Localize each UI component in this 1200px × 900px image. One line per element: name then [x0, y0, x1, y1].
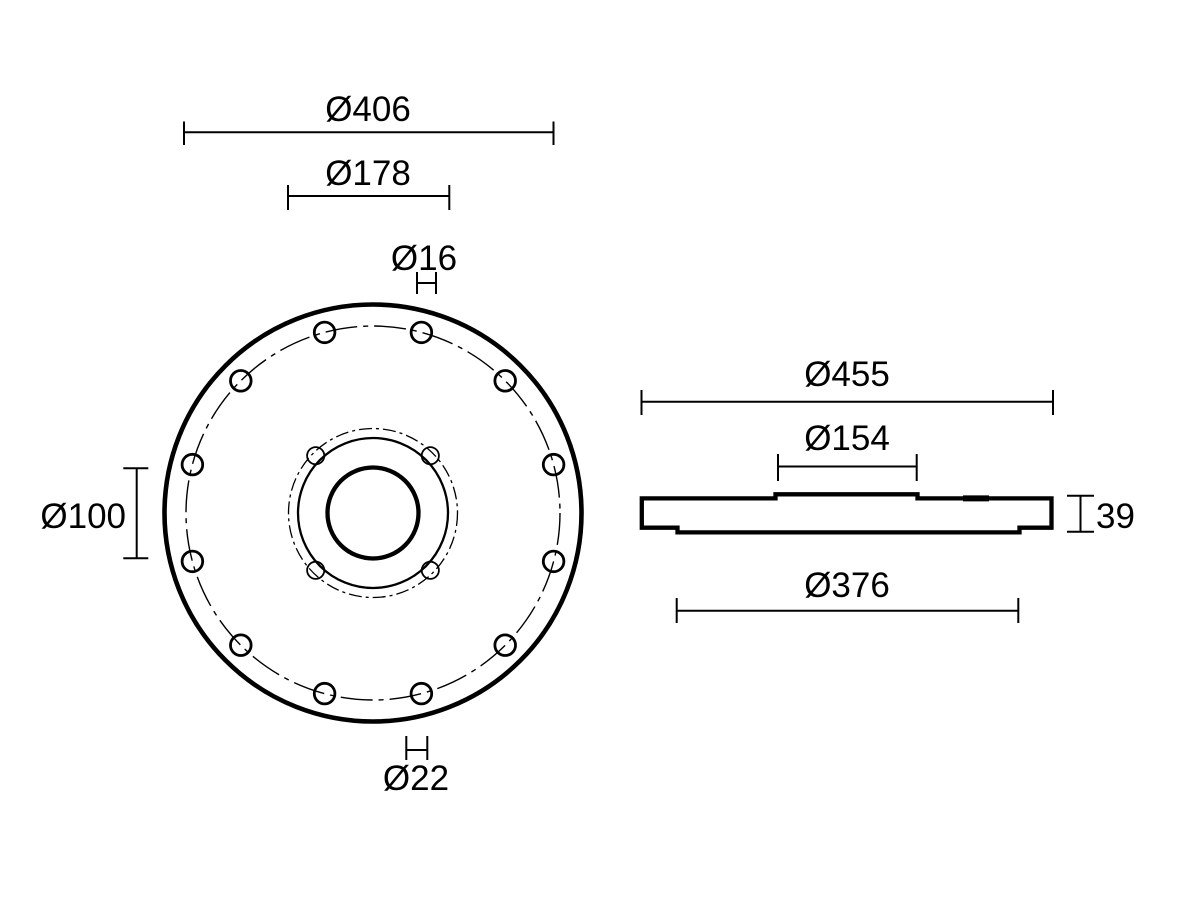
dim-label-boss: Ø154 [804, 419, 890, 458]
dim-label-spigot: Ø376 [804, 566, 890, 605]
bolt-hole [493, 369, 517, 393]
dim-spigot: Ø376 [675, 566, 1020, 623]
hub-circle [296, 436, 450, 590]
hub-hole [420, 446, 440, 466]
bolt-hole [493, 633, 517, 657]
bolt-hole-ring [180, 320, 566, 706]
hub-hole-ring [306, 446, 440, 580]
dim-hub-pilot-circle: Ø178 [287, 154, 451, 210]
bolt-hole [312, 681, 337, 706]
bolt-hole [312, 320, 337, 345]
dim-hub-hole: Ø16 [391, 239, 457, 294]
dim-label-bolt-circle: Ø406 [325, 90, 411, 129]
bolt-hole [180, 549, 205, 574]
hub-hole [306, 446, 326, 466]
bolt-hole [409, 320, 434, 345]
dim-outer: Ø455 [640, 355, 1054, 415]
bolt-hole [229, 633, 253, 657]
dim-bore: Ø100 [40, 467, 149, 560]
bolt-hole [409, 681, 434, 706]
hub-hole [306, 560, 326, 580]
hub-hole-circle-centerline [287, 427, 459, 599]
bolt-hole [180, 452, 205, 477]
bolt-circle-centerline [185, 325, 561, 701]
dim-label-hub-pilot-circle: Ø178 [325, 154, 411, 193]
dim-label-bore: Ø100 [40, 497, 126, 536]
hub-hole [420, 560, 440, 580]
front-view: Ø406 Ø178 Ø16 Ø100 Ø22 [40, 90, 584, 798]
bolt-hole [541, 452, 566, 477]
bolt-hole [541, 549, 566, 574]
bolt-hole [229, 369, 253, 393]
dim-thickness: 39 [1067, 494, 1135, 536]
dim-bolt-hole: Ø22 [383, 736, 449, 798]
dim-label-thickness: 39 [1096, 497, 1135, 536]
dim-label-outer: Ø455 [804, 355, 890, 394]
center-bore-circle [325, 465, 421, 561]
side-view: Ø455 Ø154 39 Ø376 [639, 355, 1135, 623]
dim-label-bolt-hole: Ø22 [383, 759, 449, 798]
dim-bolt-circle: Ø406 [183, 90, 555, 145]
side-profile-outline [639, 492, 1054, 535]
dim-boss: Ø154 [777, 419, 918, 481]
dim-label-hub-hole: Ø16 [391, 239, 457, 278]
flange-outer-circle [162, 302, 584, 724]
